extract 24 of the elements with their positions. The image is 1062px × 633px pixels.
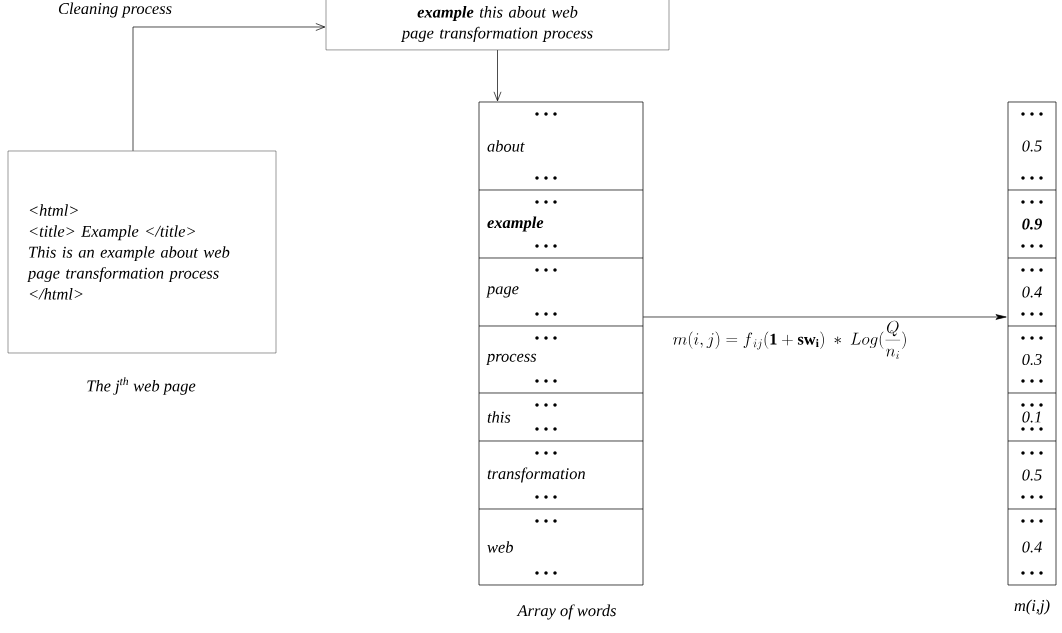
edge-label: Cleaning process [56, 0, 174, 20]
word-cell: web [478, 508, 644, 586]
formula-label: $m(i,j)= f_{\,ij}\mathbf{(1+sw_{i})}\ *\ Log(\frac{Q}{n_i})$ [670, 319, 910, 361]
value-cell: 0.5 [1007, 101, 1057, 191]
value-cell: 0.9 [1007, 189, 1057, 259]
node-label: The j$^{th}$ web page [87, 377, 196, 395]
arrow [132, 23, 326, 152]
word-cell: example [478, 189, 644, 259]
word-cell: transformation [478, 440, 644, 510]
arrow [642, 314, 1007, 320]
word-cell: about [478, 101, 644, 191]
web-page-box: <html> <title> Example </title> This is an example about web page transformation process </html> [7, 150, 277, 354]
value-cell: 0.5 [1007, 440, 1057, 510]
value-cell: 0.1 [1007, 392, 1057, 442]
value-cell: 0.4 [1007, 257, 1057, 327]
word-cell: this [478, 392, 644, 442]
sentence-box: example this about web page transformation process [325, 0, 670, 51]
value-cell: 0.4 [1007, 508, 1057, 586]
arrow [493, 49, 502, 102]
node-label: Array of words [516, 604, 616, 620]
node-label: m(i,j) [1014, 599, 1050, 615]
word-cell: process [478, 325, 644, 394]
value-cell: 0.3 [1007, 325, 1057, 394]
word-cell: page [478, 257, 644, 327]
